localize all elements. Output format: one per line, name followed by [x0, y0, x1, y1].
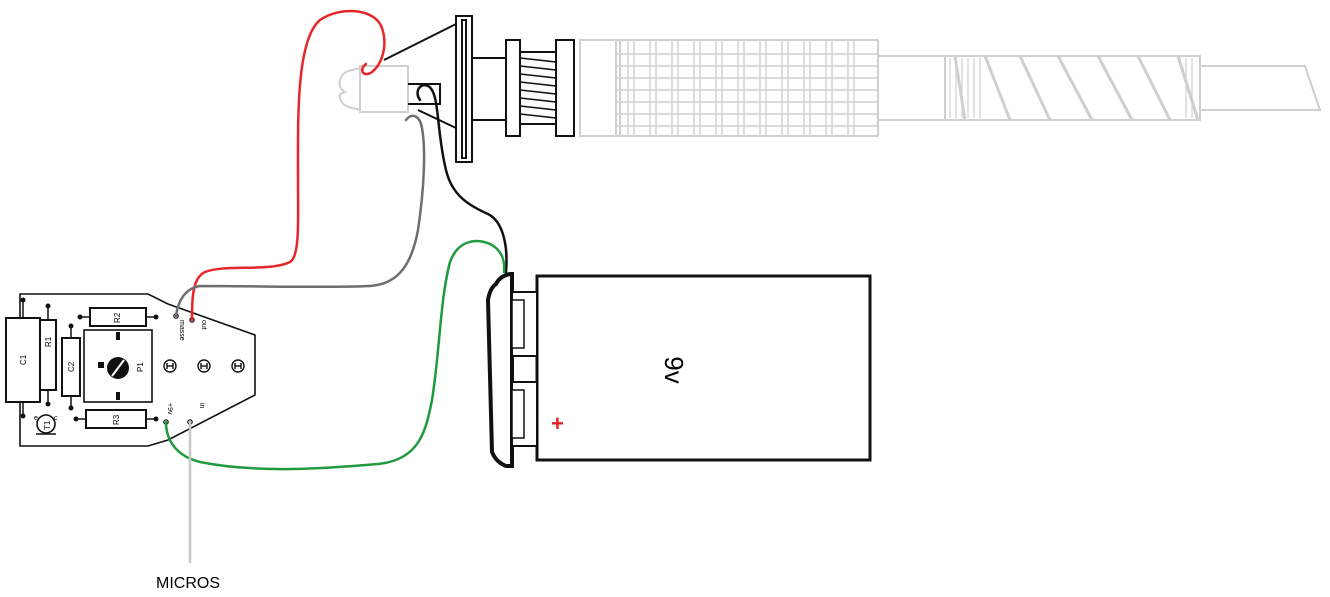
jack-socket [383, 15, 575, 163]
thread-lines [519, 57, 557, 119]
strain-relief-coils [953, 55, 1200, 121]
label-c1: C1 [19, 354, 28, 365]
plug-grip-ridges [616, 40, 878, 136]
label-masse: masse [178, 320, 185, 341]
label-t1: T1 [43, 420, 52, 430]
battery-label: 9v [659, 356, 689, 383]
wire-black-jack [416, 83, 508, 274]
micros-label: MICROS [156, 575, 220, 592]
pad [45, 401, 51, 407]
battery-9v: 9v + [485, 272, 872, 468]
pcb-mount-holes [163, 359, 245, 373]
wire-red-out [190, 9, 386, 322]
jack-plug [338, 39, 1322, 137]
wires [164, 9, 508, 564]
plug-ring [359, 65, 409, 113]
label-r3: R3 [112, 414, 121, 425]
plug-grip [615, 39, 879, 137]
pad [20, 297, 26, 303]
socket-nut-1 [505, 39, 521, 137]
battery-snap [485, 272, 514, 468]
plug-sleeve [579, 39, 621, 137]
resistor-r1 [39, 319, 57, 391]
socket-flange [455, 15, 473, 163]
t1-pin-e: e [34, 415, 38, 422]
wire-gray-masse [174, 114, 426, 318]
plug-neck [878, 55, 946, 121]
plug-tip [338, 66, 361, 112]
pad [77, 314, 83, 320]
label-r2: R2 [113, 312, 122, 323]
label-c2: C2 [67, 361, 76, 372]
label-out: out [200, 320, 207, 330]
pad [68, 405, 74, 411]
pcb-board: C1 R1 C2 R2 P1 [5, 293, 256, 447]
pad [73, 416, 79, 422]
wire-green-9v [164, 239, 506, 471]
socket-flange-inner [461, 19, 467, 159]
label-in: in [198, 403, 205, 409]
label-r1: R1 [44, 336, 53, 347]
plug-cable [1200, 65, 1322, 111]
socket-bushing [471, 57, 507, 121]
pad [153, 314, 159, 320]
label-p1: P1 [136, 362, 145, 372]
capacitor-c1 [5, 317, 41, 403]
strain-relief [944, 55, 1201, 121]
transistor-t1 [36, 414, 56, 434]
battery-body [535, 274, 872, 462]
pad [20, 413, 26, 419]
pad [68, 323, 74, 329]
battery-plus-sign: + [551, 411, 564, 436]
pad [45, 303, 51, 309]
t1-pin-c: c [54, 415, 58, 422]
socket-nut-2 [555, 39, 575, 137]
pad [153, 416, 159, 422]
socket-thread [519, 51, 557, 125]
label-9v: +9v [166, 403, 173, 415]
strain-relief-lines [949, 58, 1193, 118]
